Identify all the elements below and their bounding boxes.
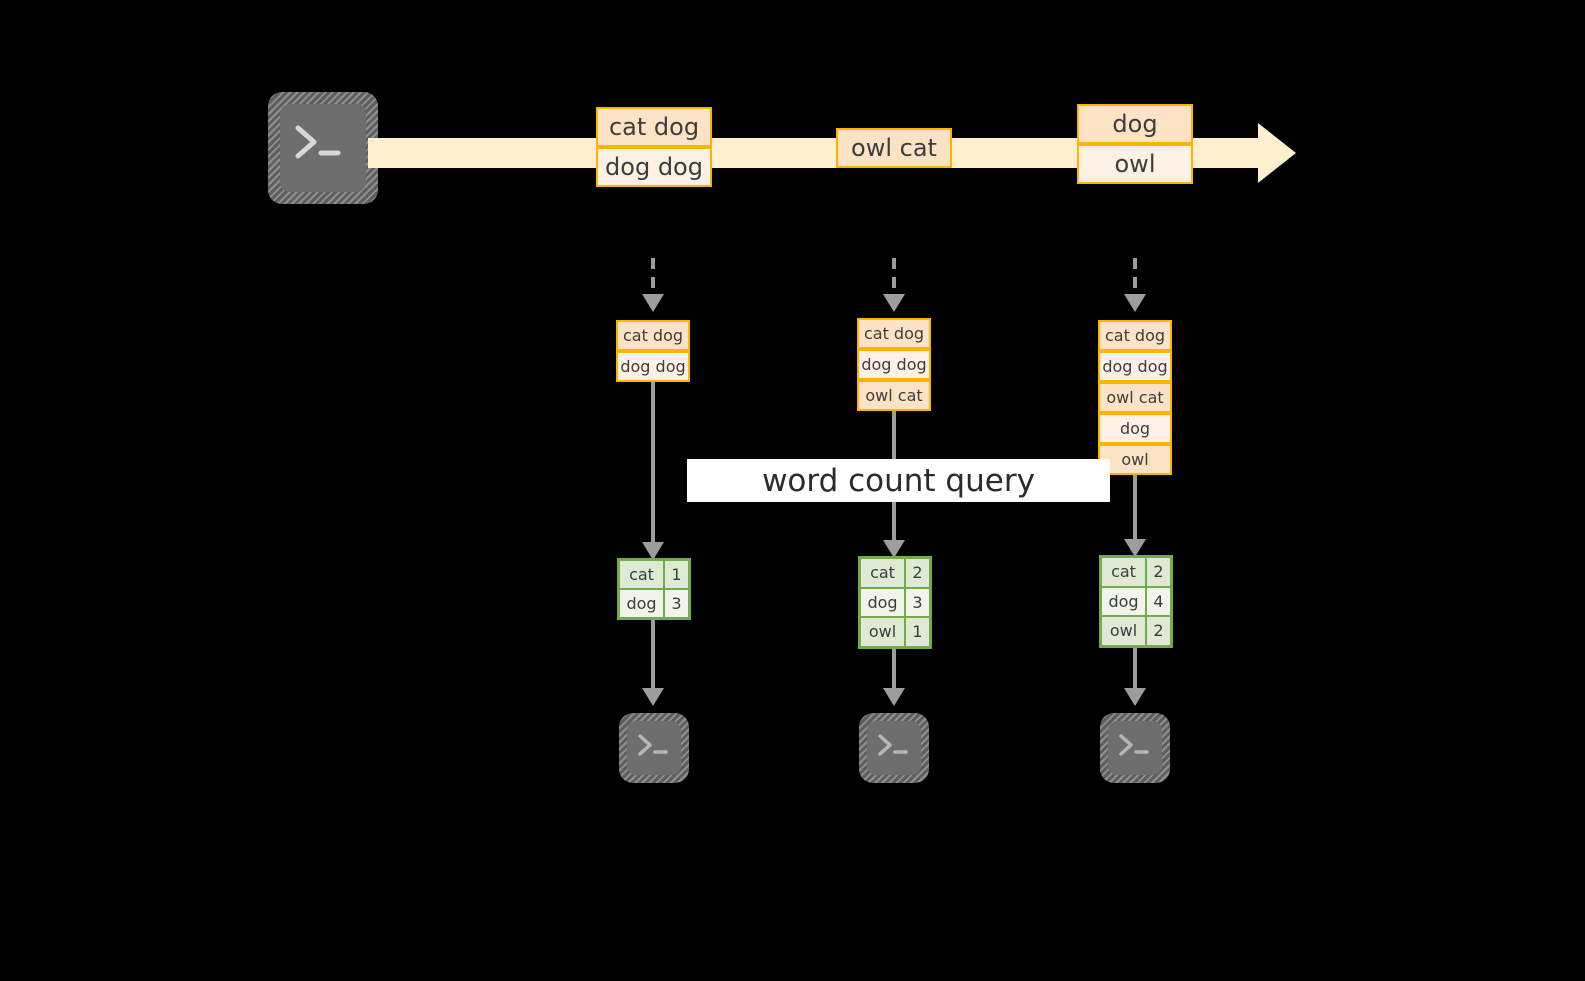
terminal-prompt-glyph [1119,734,1149,756]
sink-flow-line [892,649,896,692]
query-label-text: word count query [762,462,1035,499]
terminal-body [867,721,921,775]
table-cell-count: 2 [1146,557,1171,587]
query-flow-line [1133,475,1137,543]
snapshot-input-line: dog [1098,413,1172,444]
table-cell-count: 4 [1146,586,1171,617]
table-row: owl 1 [860,617,930,648]
sink-flow-arrowhead [1124,688,1146,706]
table-cell-word: cat [1101,557,1146,587]
table-cell-word: owl [860,617,905,648]
result-table: cat 2 dog 4 owl 2 [1099,555,1173,648]
stream-event-line: owl [1077,144,1193,184]
snapshot-input-line: owl cat [1098,382,1172,413]
table-row: cat 2 [860,558,930,588]
terminal-prompt-glyph [638,734,668,756]
sink-terminal-icon [1100,713,1170,783]
query-flow-arrowhead [642,542,664,560]
table-cell-word: dog [860,587,905,618]
table-row: dog 3 [860,587,930,618]
query-flow-line [651,382,655,547]
table-row: cat 2 [1101,557,1171,587]
snapshot-input-line: cat dog [1098,320,1172,351]
snapshot-input-line: cat dog [857,318,931,349]
query-label-band: word count query [687,459,1110,502]
table-cell-word: dog [619,589,664,618]
query-flow-arrowhead [883,540,905,558]
table-cell-word: owl [1101,616,1146,647]
terminal-prompt-glyph [295,125,341,159]
stream-event-line: cat dog [596,107,712,147]
snapshot-input-line: cat dog [616,320,690,351]
terminal-prompt-glyph [878,734,908,756]
table-cell-word: dog [1101,586,1146,617]
event-stream-arrowhead [1258,123,1296,183]
table-cell-word: cat [619,560,664,589]
table-row: dog 4 [1101,586,1171,617]
table-cell-count: 2 [905,558,930,588]
snapshot-tap-line [892,258,896,298]
snapshot-input-line: dog dog [616,351,690,382]
snapshot-tap-line [1133,258,1137,298]
sink-flow-arrowhead [883,688,905,706]
table-row: owl 2 [1101,616,1171,647]
terminal-body [1108,721,1162,775]
table-cell-count: 3 [905,587,930,618]
sink-flow-arrowhead [642,688,664,706]
table-cell-count: 1 [905,617,930,648]
table-cell-count: 3 [664,589,689,618]
sink-terminal-icon [619,713,689,783]
terminal-body [627,721,681,775]
snapshot-input-line: dog dog [857,349,931,380]
table-row: dog 3 [619,589,689,618]
result-table: cat 1 dog 3 [617,558,691,620]
snapshot-tap-arrowhead [1124,294,1146,312]
snapshot-tap-line [651,258,655,298]
snapshot-tap-arrowhead [642,294,664,312]
source-terminal-icon [268,92,378,204]
snapshot-input-line: owl cat [857,380,931,411]
stream-event-line: dog dog [596,147,712,187]
table-row: cat 1 [619,560,689,589]
table-cell-count: 2 [1146,616,1171,647]
table-cell-word: cat [860,558,905,588]
snapshot-input-line: dog dog [1098,351,1172,382]
query-flow-arrowhead [1124,539,1146,557]
sink-flow-line [651,620,655,692]
sink-flow-line [1133,648,1137,692]
stream-event-line: owl cat [836,128,952,168]
terminal-body [280,104,366,192]
result-table: cat 2 dog 3 owl 1 [858,556,932,649]
snapshot-tap-arrowhead [883,294,905,312]
sink-terminal-icon [859,713,929,783]
stream-event-line: dog [1077,104,1193,144]
table-cell-count: 1 [664,560,689,589]
